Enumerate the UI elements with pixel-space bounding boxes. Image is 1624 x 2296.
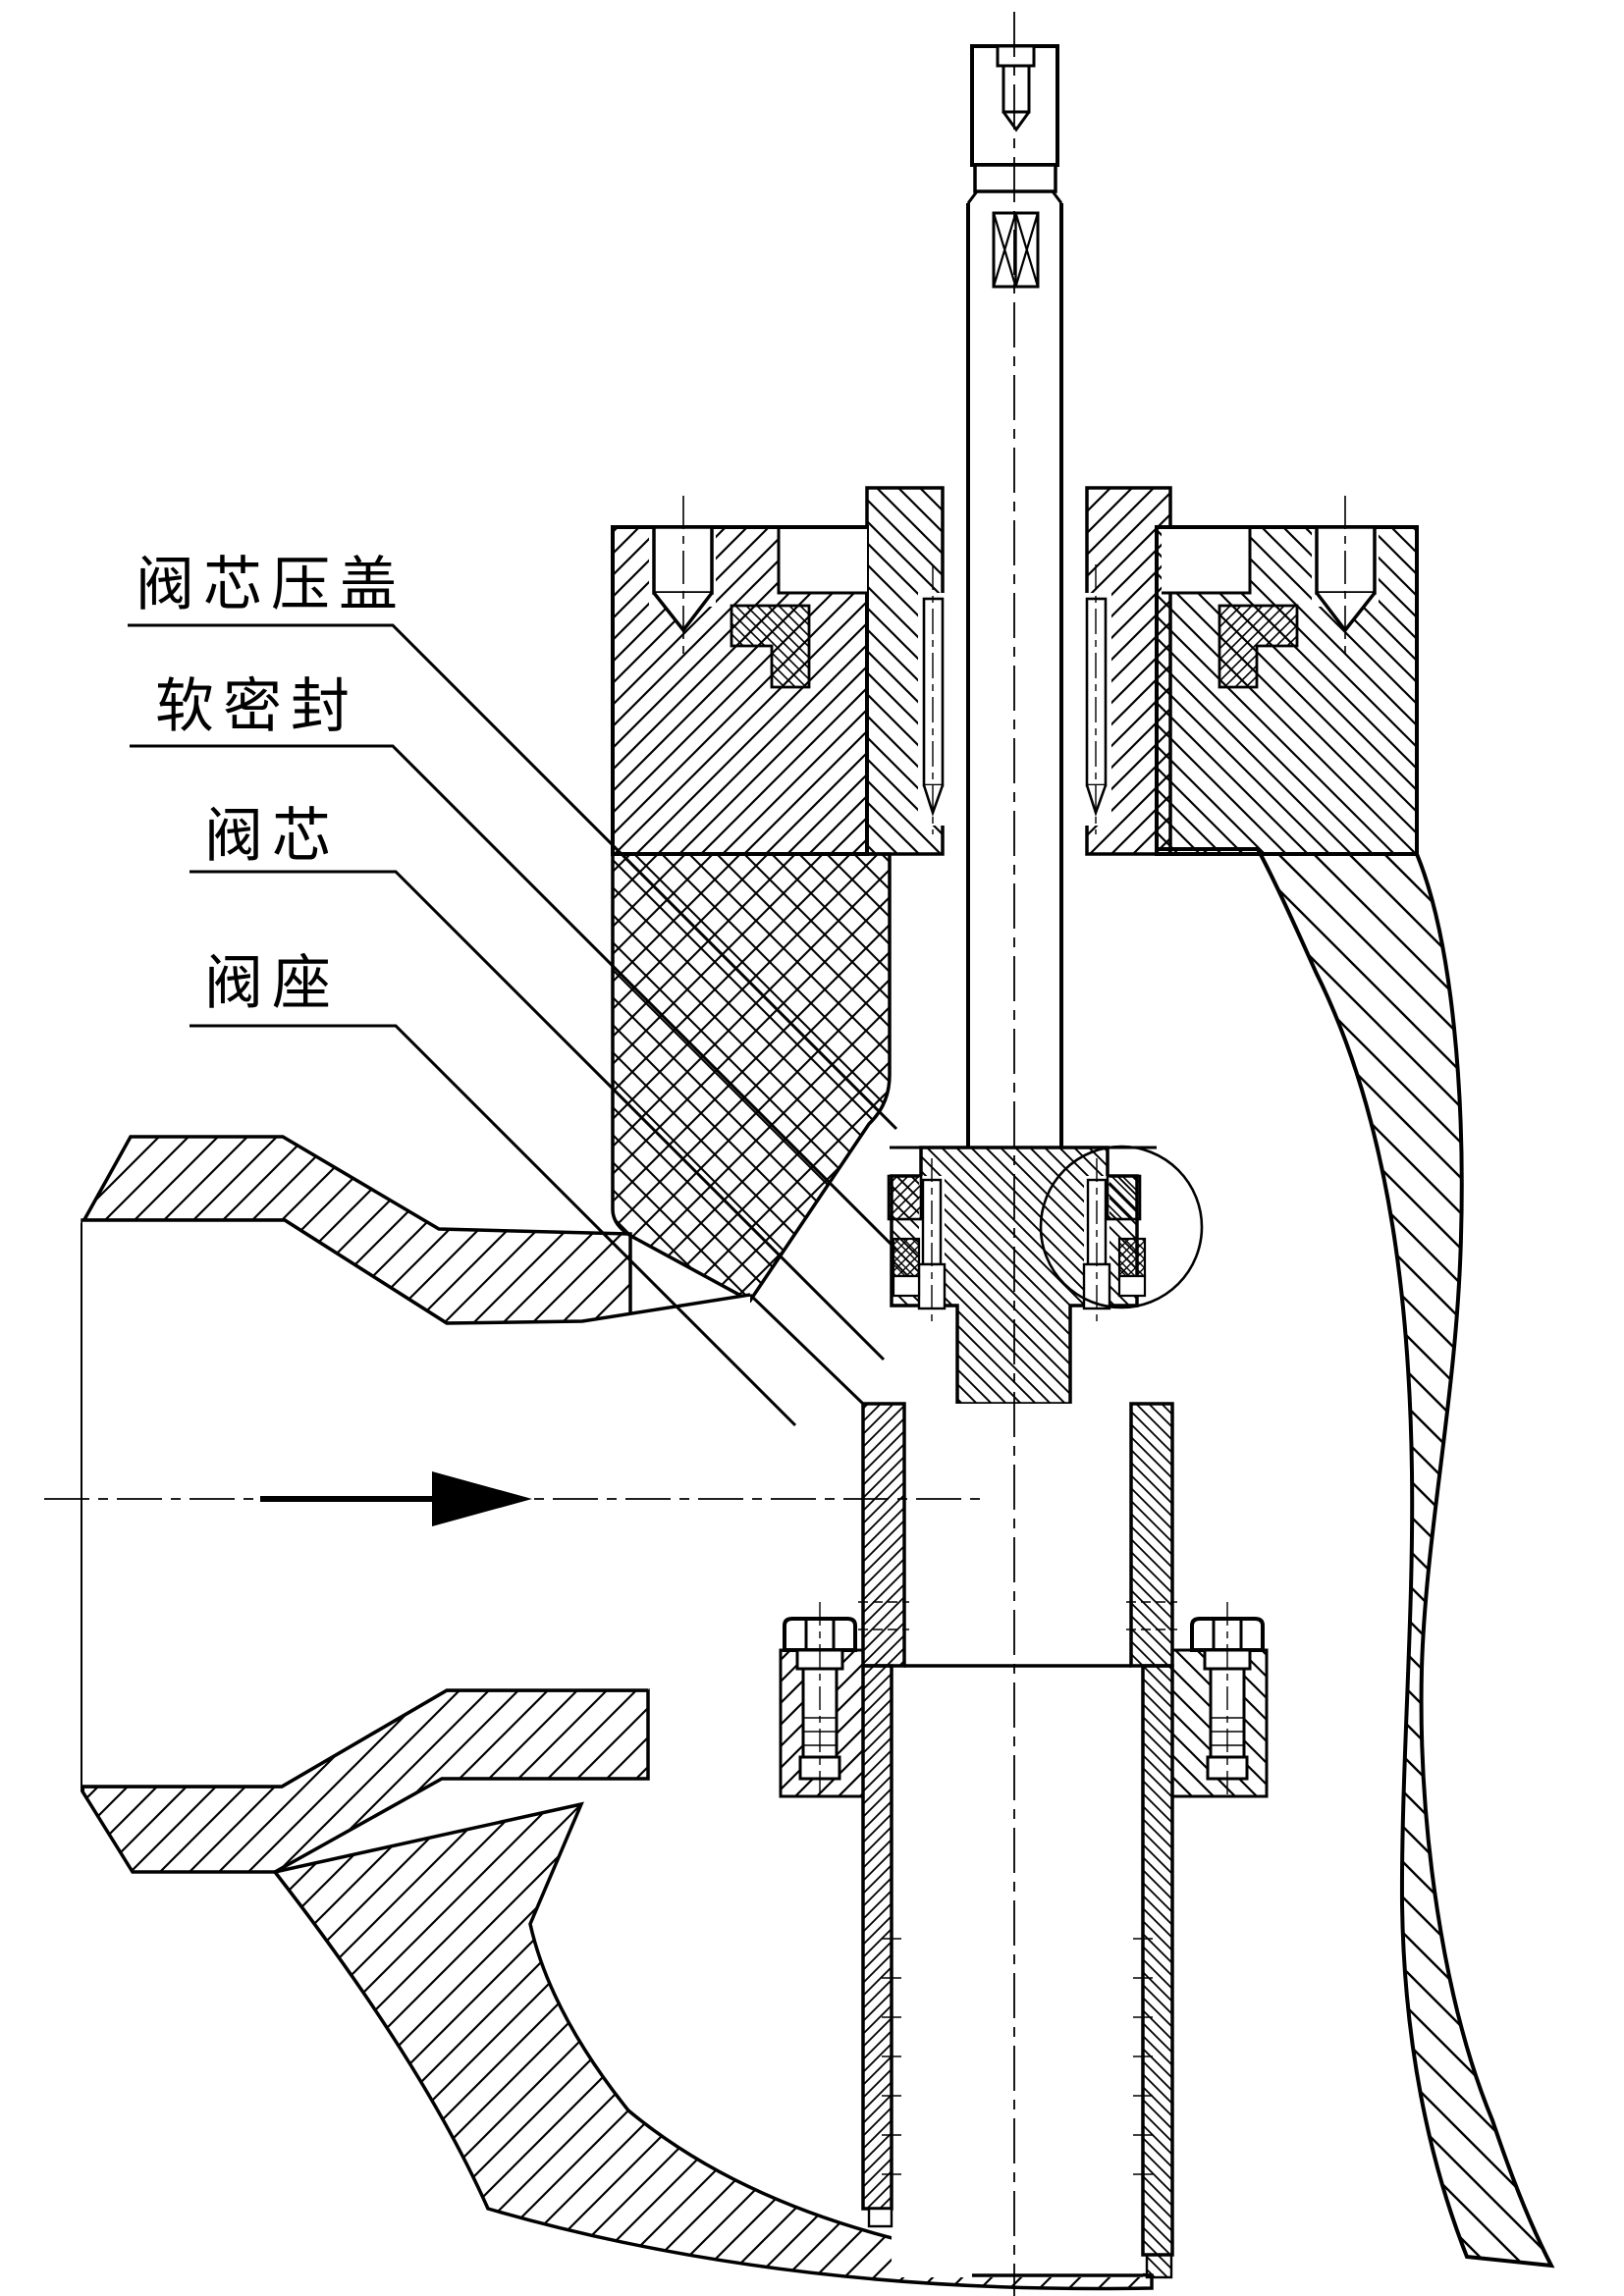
flow-passage [82,1220,750,1787]
passage-roof-line [748,1293,865,1406]
seat-wall-left-lower [861,1664,893,2211]
label-soft-seal: 软密封 [155,674,358,739]
gland-screws [918,564,1111,834]
leader-lines [128,623,898,1427]
hex-bolt-left [783,1602,857,1794]
stem-neck [973,163,1057,193]
seat-hex-bolts [783,1602,1265,1794]
gland-flange-left [730,604,811,689]
label-valve-core-gland: 阀芯压盖 [135,553,406,617]
label-valve-core: 阀芯 [204,804,340,869]
seal-stack [887,1174,1147,1298]
core-gland-ring-left [887,1174,923,1221]
label-valve-seat: 阀座 [204,951,340,1016]
bonnet [611,486,1419,1304]
seal-backup-ring-right [1117,1274,1147,1298]
seat-wall-right-upper [1129,1402,1174,1668]
leader-valve-core-gland [128,623,898,1131]
bonnet-lower-left [611,852,892,1304]
gland-flange-right [1218,604,1299,689]
valve-seat-assembly [858,1402,1177,2279]
gland-flange [730,604,1299,689]
leader-valve-seat [189,1024,797,1427]
seat-wall-left-upper [861,1402,906,1668]
seat-wall-right-lower [1141,1664,1174,2257]
body-bottom-bowl [271,1801,1154,2291]
leader-valve-core [189,870,886,1362]
seal-backup-ring-left [892,1274,921,1298]
detail-circle [1039,1145,1204,1309]
valve-stem [966,203,1063,1148]
stem-adjuster-x-box [992,211,1040,289]
leader-soft-seal [130,744,898,1252]
bonnet-studs [649,496,1379,660]
soft-seal-left [892,1237,921,1278]
core-gland-ring-right [1106,1174,1142,1221]
soft-seal-right [1117,1237,1147,1278]
flow-arrow-head [432,1471,532,1526]
flow-arrow [260,1471,532,1526]
body-right-wall [1155,847,1555,2269]
hex-bolt-right [1190,1602,1265,1794]
seat-thread-ticks [882,1938,1153,2175]
